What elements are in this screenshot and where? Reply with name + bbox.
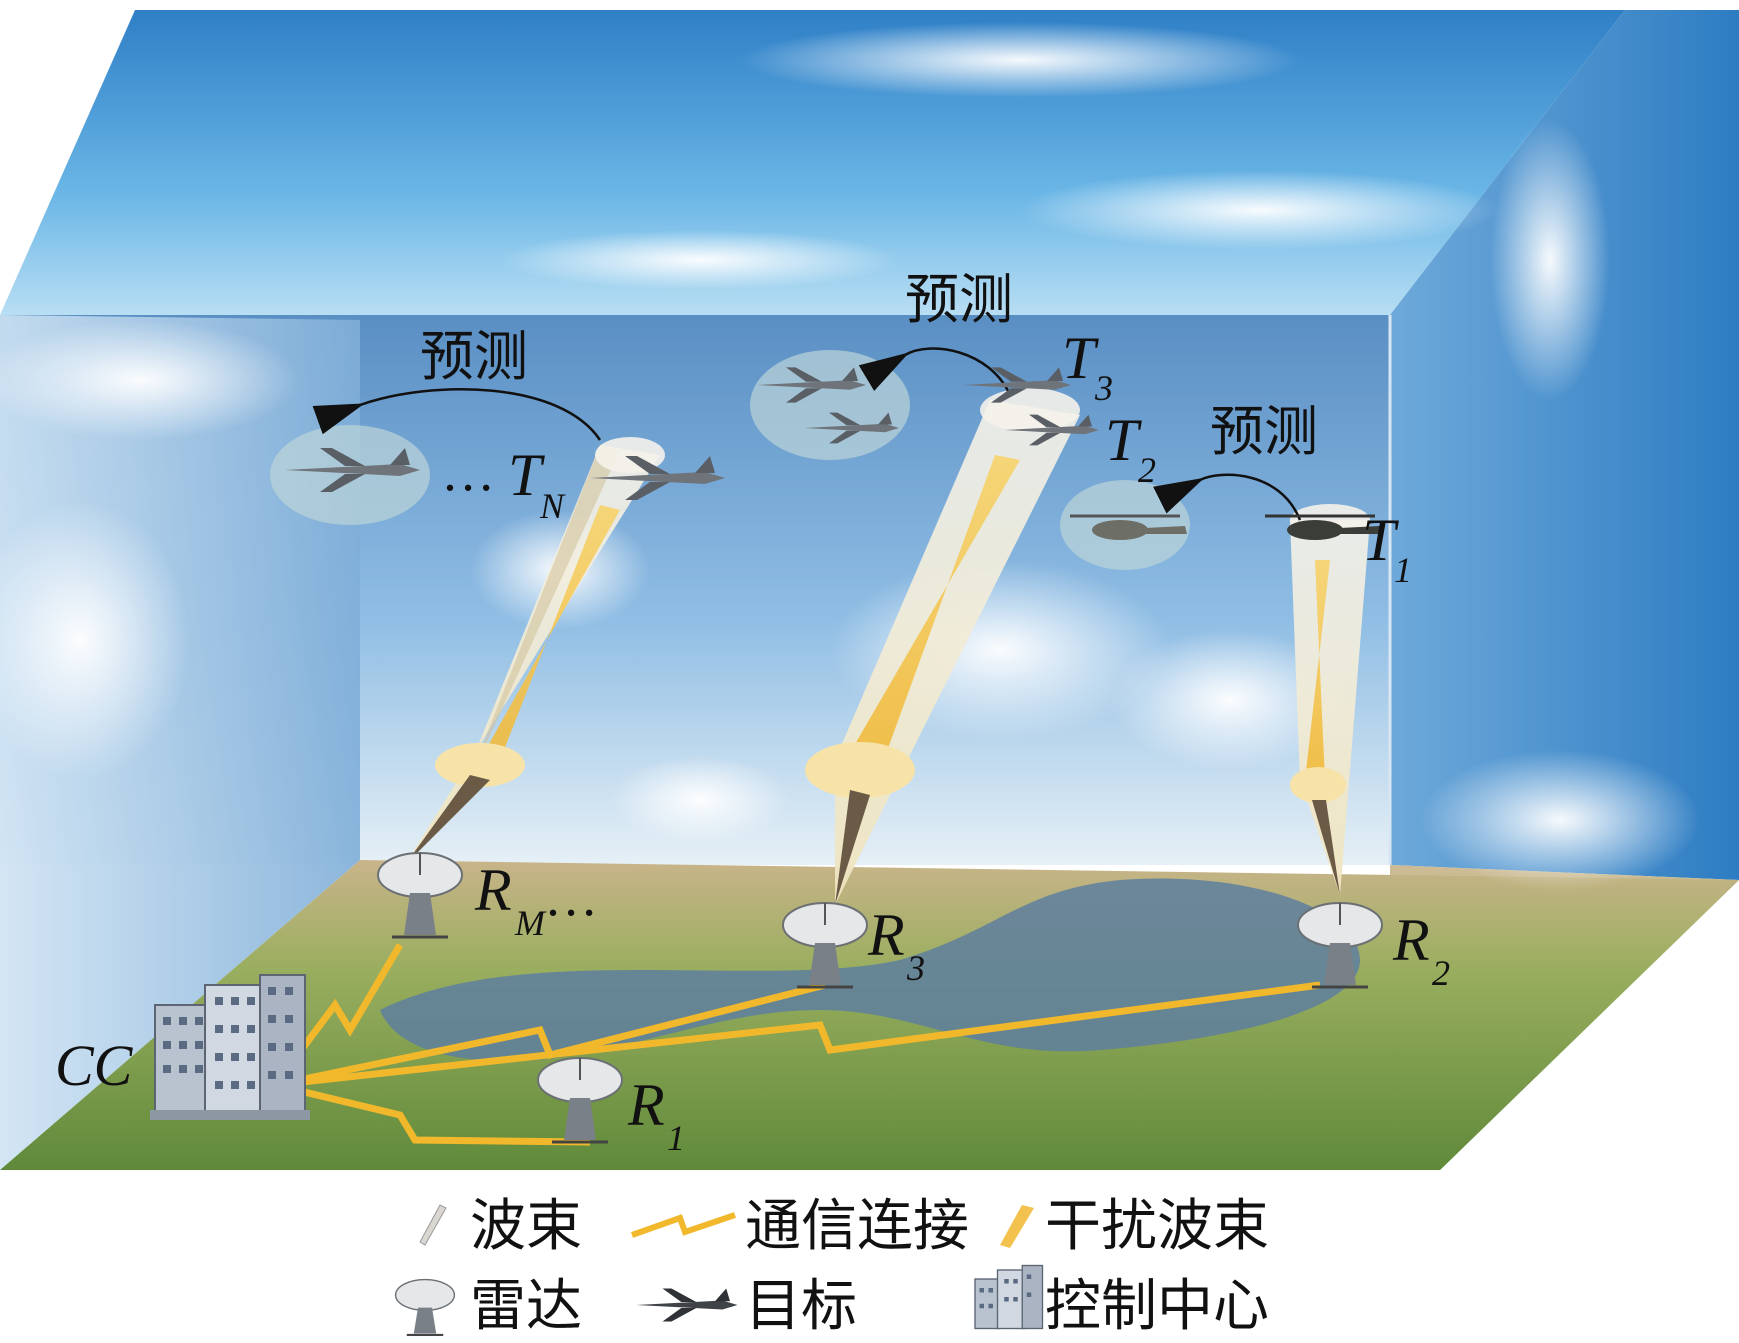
svg-text:雷达: 雷达 <box>470 1274 582 1339</box>
comm-link-r2 <box>274 981 1321 1089</box>
svg-text:T: T <box>1362 507 1399 573</box>
control-center-building <box>150 974 310 1120</box>
helicopter-t1 <box>1265 514 1382 540</box>
svg-text:通信连接: 通信连接 <box>745 1194 969 1259</box>
radar-rm <box>377 852 463 939</box>
svg-text:R: R <box>627 1072 665 1138</box>
legend-item-beam: 波束 <box>419 1194 582 1259</box>
label-t1: T 1 <box>1362 507 1412 590</box>
prediction-arrow-tn <box>312 388 602 441</box>
svg-text:3: 3 <box>1094 368 1113 408</box>
label-t3: T 3 <box>1062 325 1113 408</box>
svg-text:N: N <box>539 486 566 526</box>
beam-icon <box>419 1204 447 1246</box>
label-tn: T N <box>508 442 566 526</box>
radar-icon <box>394 1278 456 1336</box>
aircraft-t2-predicted-b <box>804 412 899 444</box>
predict-label-t3: 预测 <box>905 268 1013 331</box>
jam-beam-r3 <box>840 455 1020 770</box>
radar-r2 <box>1297 902 1383 989</box>
building-icon <box>974 1264 1044 1330</box>
label-cc: CC <box>55 1033 134 1098</box>
svg-text:2: 2 <box>1432 953 1450 993</box>
aircraft-t3 <box>963 367 1071 403</box>
legend-item-control: 控制中心 <box>974 1264 1269 1339</box>
svg-text:R: R <box>867 902 905 968</box>
svg-text:R: R <box>474 857 512 923</box>
svg-text:…: … <box>548 867 596 927</box>
aircraft-tn <box>590 456 725 500</box>
aircraft-t3-predicted-a <box>758 367 866 403</box>
svg-text:T: T <box>1062 325 1099 391</box>
prediction-ellipse-t3 <box>750 350 910 460</box>
aircraft-t2 <box>1004 414 1099 446</box>
predict-label-t1: 预测 <box>1210 400 1318 463</box>
ellipsis-tn: … <box>445 442 493 502</box>
label-rm: R M … <box>474 857 596 943</box>
svg-text:波束: 波束 <box>470 1194 582 1259</box>
comm-link-r3 <box>274 981 826 1089</box>
svg-text:1: 1 <box>667 1118 685 1158</box>
comm-link-icon <box>630 1212 736 1238</box>
legend: 波束 通信连接 干扰波束 雷达 目标 <box>394 1194 1269 1339</box>
prediction-arrow-t1 <box>1153 473 1302 521</box>
svg-text:目标: 目标 <box>745 1274 857 1339</box>
comm-link-r1 <box>274 1081 591 1146</box>
label-r3: R 3 <box>867 902 925 988</box>
svg-text:干扰波束: 干扰波束 <box>1045 1194 1269 1259</box>
helicopter-t2-predicted <box>1070 514 1187 540</box>
jam-beam-r2 <box>1305 560 1330 780</box>
jam-beam-icon <box>1000 1205 1034 1248</box>
svg-text:控制中心: 控制中心 <box>1045 1274 1269 1339</box>
prediction-arrow-t3 <box>858 347 1012 396</box>
beam-r3 <box>805 388 1080 905</box>
svg-text:M: M <box>514 903 547 943</box>
svg-text:1: 1 <box>1394 550 1412 590</box>
radar-r3 <box>782 902 868 989</box>
label-t2: T 2 <box>1105 407 1156 490</box>
radar-r1 <box>537 1057 623 1144</box>
legend-item-jam: 干扰波束 <box>1000 1194 1269 1259</box>
svg-text:R: R <box>1392 907 1430 973</box>
legend-item-radar: 雷达 <box>394 1274 582 1339</box>
jam-beam-rm <box>480 505 620 760</box>
svg-text:3: 3 <box>906 948 925 988</box>
legend-item-target: 目标 <box>636 1274 857 1339</box>
aircraft-icon <box>636 1288 738 1322</box>
label-r1: R 1 <box>627 1072 685 1158</box>
svg-text:T: T <box>1105 407 1142 473</box>
aircraft-tn-predicted <box>285 448 420 492</box>
legend-item-comm: 通信连接 <box>630 1194 969 1259</box>
svg-text:2: 2 <box>1138 450 1156 490</box>
label-r2: R 2 <box>1392 907 1450 993</box>
clouds <box>0 22 1700 890</box>
svg-text:T: T <box>508 442 545 508</box>
beam-rm <box>405 437 665 865</box>
box-right-wall <box>1390 10 1739 880</box>
predict-label-tn: 预测 <box>420 325 528 388</box>
